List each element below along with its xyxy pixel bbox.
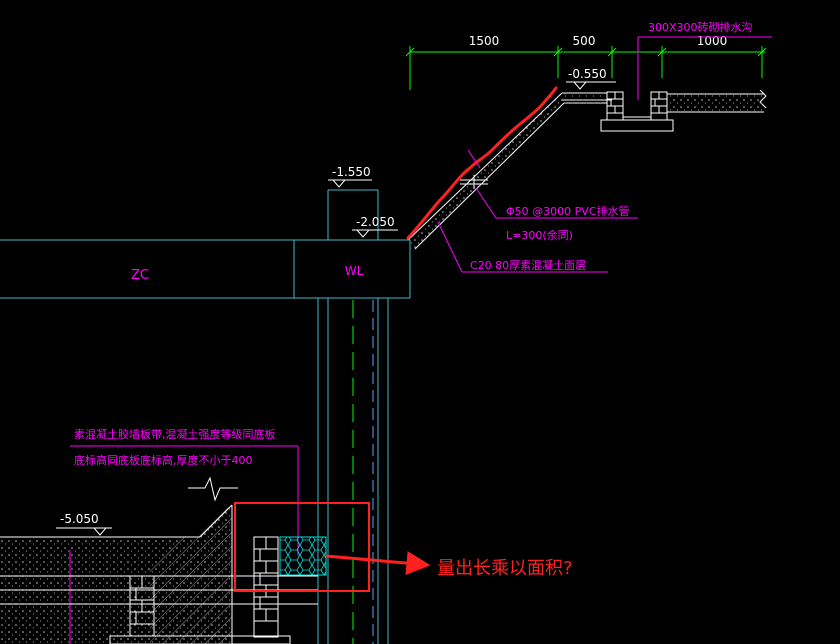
elevation-marker-wall-mid <box>352 229 398 238</box>
zc-beam <box>0 239 411 299</box>
pvc-pipe <box>460 175 488 189</box>
dimension-1500: 1500 <box>469 34 500 48</box>
elevation-top-right: -0.550 <box>568 67 607 81</box>
wl-label: WL <box>345 264 364 278</box>
dimension-1000: 1000 <box>697 34 728 48</box>
slope-layer-leader <box>437 221 608 273</box>
break-line <box>188 476 238 502</box>
pvc-pipe-leader <box>467 149 638 219</box>
question-annotation: 量出长乘以面积? <box>437 558 573 579</box>
dimension-line <box>405 46 767 90</box>
elevation-base: -5.050 <box>60 512 99 526</box>
wall <box>317 189 389 644</box>
slope-layer-label: C20 80厚素混凝土面层 <box>470 258 586 272</box>
zc-label: ZC <box>131 268 149 283</box>
pvc-pipe-length-label: L=300(余同) <box>506 228 573 242</box>
gravel-fill <box>280 537 326 575</box>
base-slab-diag-hatch <box>150 505 232 644</box>
elevation-wall-mid: -2.050 <box>356 215 395 229</box>
brick-column-right <box>253 536 279 638</box>
elevation-marker-top-right <box>566 81 616 90</box>
highlight-box <box>234 502 370 592</box>
elevation-marker-wall-top <box>328 179 372 188</box>
strip-note-line1: 素混凝土胶墙板带,混凝土强度等级同底板 <box>74 427 276 441</box>
strip-note-line2: 底标高同底板底标高,厚度不小于400 <box>74 453 253 467</box>
pvc-pipe-label: Φ50 @3000 PVC排水管 <box>506 204 629 218</box>
brick-column-left <box>129 575 155 637</box>
trench-leader <box>637 36 772 100</box>
highlight-arrow <box>325 551 431 576</box>
elevation-marker-base <box>56 527 112 536</box>
red-slope-trace <box>406 86 558 240</box>
slope-layer-hatch <box>408 93 607 249</box>
elevation-wall-top: -1.550 <box>332 165 371 179</box>
trench-cover-hatch <box>667 94 762 112</box>
trench-label: 300X300砖砌排水沟 <box>648 20 753 34</box>
dimension-500: 500 <box>573 34 596 48</box>
